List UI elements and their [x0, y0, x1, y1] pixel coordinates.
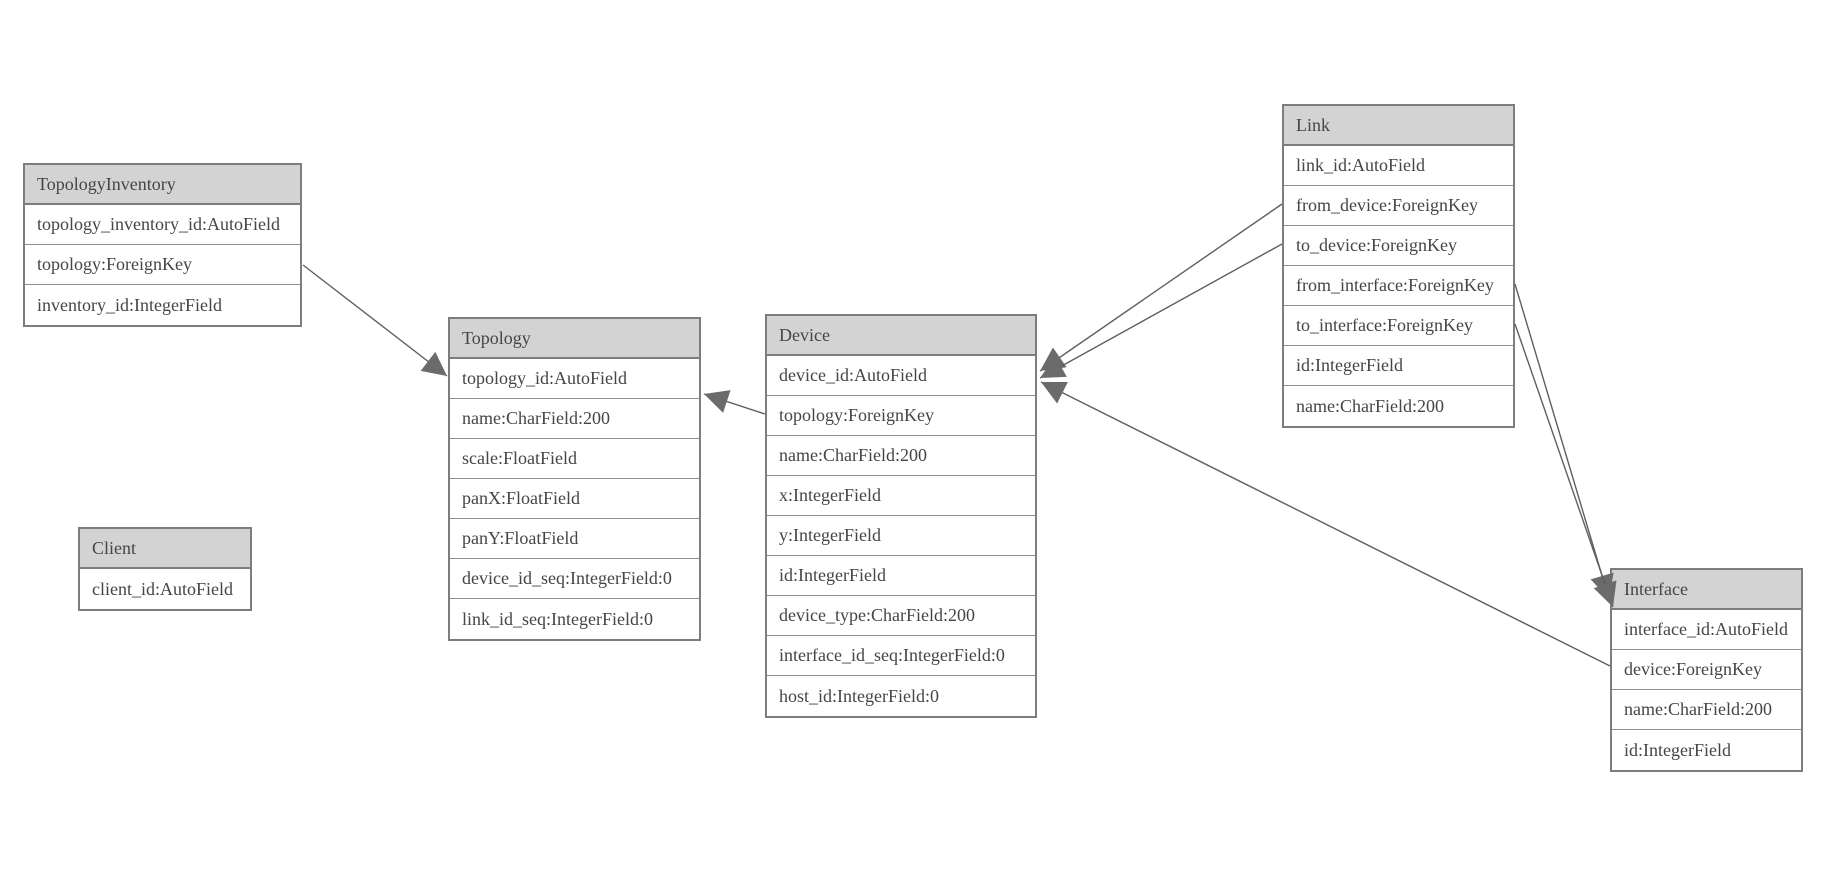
field-to-interface: to_interface:ForeignKey	[1284, 306, 1513, 346]
field-id: id:IntegerField	[767, 556, 1035, 596]
table-topology-title: Topology	[450, 319, 699, 359]
field-y: y:IntegerField	[767, 516, 1035, 556]
table-link: Link link_id:AutoField from_device:Forei…	[1282, 104, 1515, 428]
field-topology-fk: topology:ForeignKey	[25, 245, 300, 285]
field-panx: panX:FloatField	[450, 479, 699, 519]
field-device-fk: device:ForeignKey	[1612, 650, 1801, 690]
table-topology: Topology topology_id:AutoField name:Char…	[448, 317, 701, 641]
field-device-id: device_id:AutoField	[767, 356, 1035, 396]
table-device: Device device_id:AutoField topology:Fore…	[765, 314, 1037, 718]
field-to-device: to_device:ForeignKey	[1284, 226, 1513, 266]
field-topology-id: topology_id:AutoField	[450, 359, 699, 399]
field-inventory-id: inventory_id:IntegerField	[37, 294, 222, 315]
field-name: name:CharField:200	[767, 436, 1035, 476]
field-name: name:CharField:200	[1612, 690, 1801, 730]
table-link-title: Link	[1284, 106, 1513, 146]
field-client-id: client_id:AutoField	[92, 578, 233, 599]
field-from-device: from_device:ForeignKey	[1284, 186, 1513, 226]
table-client-title: Client	[80, 529, 250, 569]
field-id: id:IntegerField	[1284, 346, 1513, 386]
field-interface-id: interface_id:AutoField	[1612, 610, 1801, 650]
field-name: name:CharField:200	[450, 399, 699, 439]
field-device-type: device_type:CharField:200	[767, 596, 1035, 636]
field-topology-inventory-id: topology_inventory_id:AutoField	[25, 205, 300, 245]
edge-link-to-device	[1039, 243, 1283, 379]
table-client: Client client_id:AutoField	[78, 527, 252, 611]
edge-link-to-interface	[1514, 323, 1617, 608]
field-id: id:IntegerField	[1624, 739, 1731, 760]
edge-device-topology	[703, 390, 766, 415]
field-pany: panY:FloatField	[450, 519, 699, 559]
edge-topologyinventory-topology	[302, 264, 448, 377]
field-name: name:CharField:200	[1296, 395, 1444, 416]
edge-link-from-device	[1039, 203, 1283, 372]
field-host-id: host_id:IntegerField:0	[779, 685, 939, 706]
field-topology-fk: topology:ForeignKey	[767, 396, 1035, 436]
table-interface: Interface interface_id:AutoField device:…	[1610, 568, 1803, 772]
table-topology-inventory-title: TopologyInventory	[25, 165, 300, 205]
field-link-id: link_id:AutoField	[1284, 146, 1513, 186]
edge-link-from-interface	[1514, 283, 1614, 600]
field-from-interface: from_interface:ForeignKey	[1284, 266, 1513, 306]
field-link-id-seq: link_id_seq:IntegerField:0	[462, 608, 653, 629]
field-device-id-seq: device_id_seq:IntegerField:0	[450, 559, 699, 599]
table-interface-title: Interface	[1612, 570, 1801, 610]
field-scale: scale:FloatField	[450, 439, 699, 479]
field-interface-id-seq: interface_id_seq:IntegerField:0	[767, 636, 1035, 676]
table-topology-inventory: TopologyInventory topology_inventory_id:…	[23, 163, 302, 327]
field-x: x:IntegerField	[767, 476, 1035, 516]
table-device-title: Device	[767, 316, 1035, 356]
